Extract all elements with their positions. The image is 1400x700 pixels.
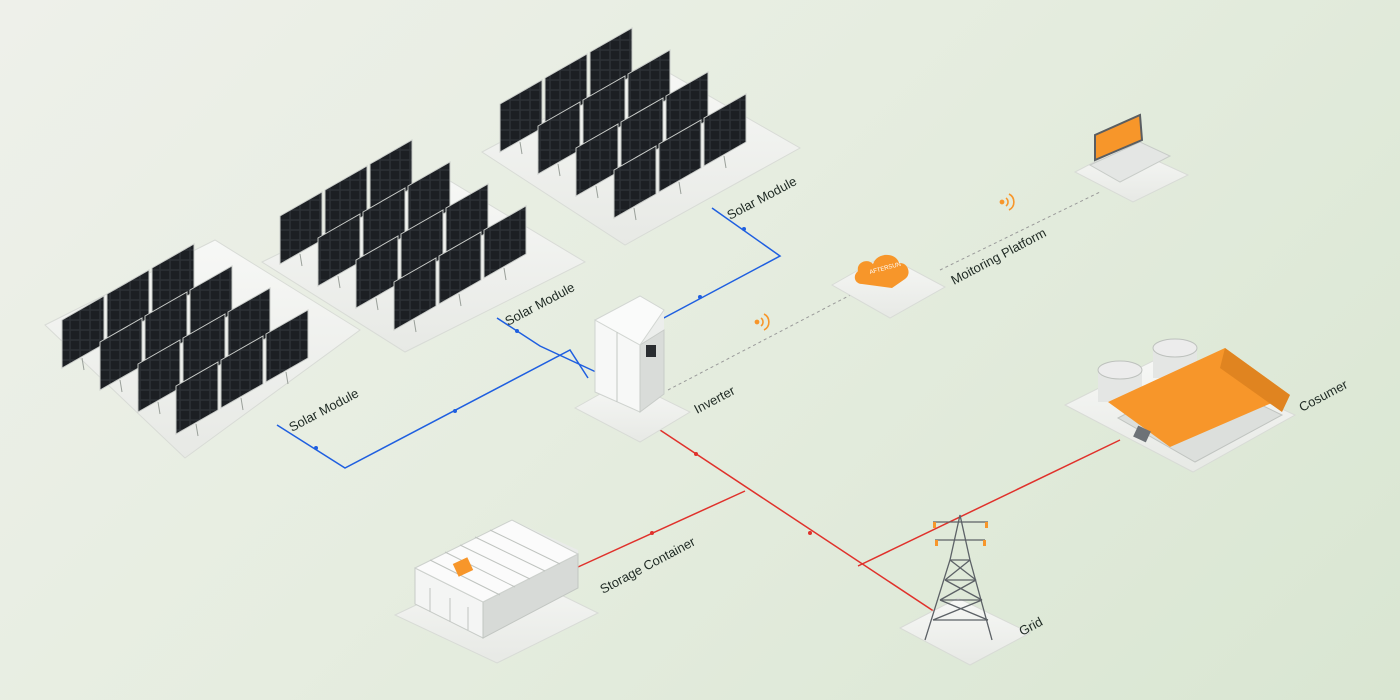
laptop-icon — [1088, 113, 1172, 183]
data-link-inverter-cloud — [667, 289, 861, 391]
flow-marker — [650, 531, 654, 535]
flow-marker — [694, 452, 698, 456]
panel-stand — [633, 207, 637, 221]
transmission-tower-icon — [924, 514, 993, 641]
panel-stand — [557, 163, 561, 177]
ac-line-storage — [577, 490, 746, 568]
panel-stand — [337, 275, 341, 289]
solar-panel-icon — [703, 93, 747, 167]
ac-line-inverter-grid — [659, 429, 936, 613]
panel-stand — [299, 253, 303, 267]
solar-panel-icon — [483, 205, 527, 279]
panel-stand — [678, 181, 682, 195]
label-grid: Grid — [1016, 614, 1045, 639]
solar-panel-icon — [438, 231, 482, 305]
wifi-signal-icon — [999, 193, 1015, 211]
panel-stand — [119, 379, 123, 393]
factory-icon — [1097, 338, 1290, 463]
flow-marker — [314, 446, 318, 450]
panel-stand — [458, 293, 462, 307]
consumer-unit[interactable] — [1063, 338, 1297, 473]
label-consumer: Cosumer — [1296, 376, 1350, 414]
solar-panel-icon — [658, 119, 702, 193]
cloud-icon: AFTERSUN — [854, 254, 909, 288]
ac-line-consumer — [857, 439, 1121, 567]
monitoring-platform[interactable]: AFTERSUN — [830, 254, 947, 319]
flow-marker — [515, 329, 519, 333]
panel-stand — [81, 357, 85, 371]
panel-stand — [157, 401, 161, 415]
data-link-cloud-laptop — [939, 191, 1101, 271]
solar-arrays — [44, 27, 802, 459]
dc-line-middle-array — [496, 317, 597, 373]
battery-container-icon — [413, 519, 580, 639]
panel-stand — [195, 423, 199, 437]
flow-marker — [808, 531, 812, 535]
panel-stand — [375, 297, 379, 311]
panel-stand — [595, 185, 599, 199]
label-solar-module-left: Solar Module — [286, 385, 361, 434]
solar-panel-icon — [613, 145, 657, 219]
wifi-signal-icon — [754, 313, 770, 331]
label-inverter: Inverter — [691, 382, 738, 416]
panel-stand — [723, 155, 727, 169]
dc-line-top-array — [659, 207, 782, 321]
flow-marker — [698, 295, 702, 299]
grid-unit[interactable] — [898, 514, 1032, 666]
label-storage-container: Storage Container — [597, 534, 698, 597]
panel-stand — [413, 319, 417, 333]
panel-stand — [519, 141, 523, 155]
label-monitoring-platform: Moitoring Platform — [948, 225, 1048, 288]
solar-panel-icon — [220, 335, 264, 409]
flow-marker — [742, 227, 746, 231]
wiring-layer — [276, 191, 1121, 613]
panel-stand — [285, 371, 289, 385]
solar-panel-icon — [393, 257, 437, 331]
laptop-station[interactable] — [1073, 113, 1190, 203]
panel-stand — [503, 267, 507, 281]
flow-marker — [453, 409, 457, 413]
solar-panel-icon — [175, 361, 219, 435]
storage-container-unit[interactable] — [393, 519, 600, 664]
solar-panel-icon — [265, 309, 309, 383]
inverter-cabinet-icon — [593, 295, 665, 413]
inverter-unit[interactable] — [573, 295, 692, 443]
panel-stand — [240, 397, 244, 411]
